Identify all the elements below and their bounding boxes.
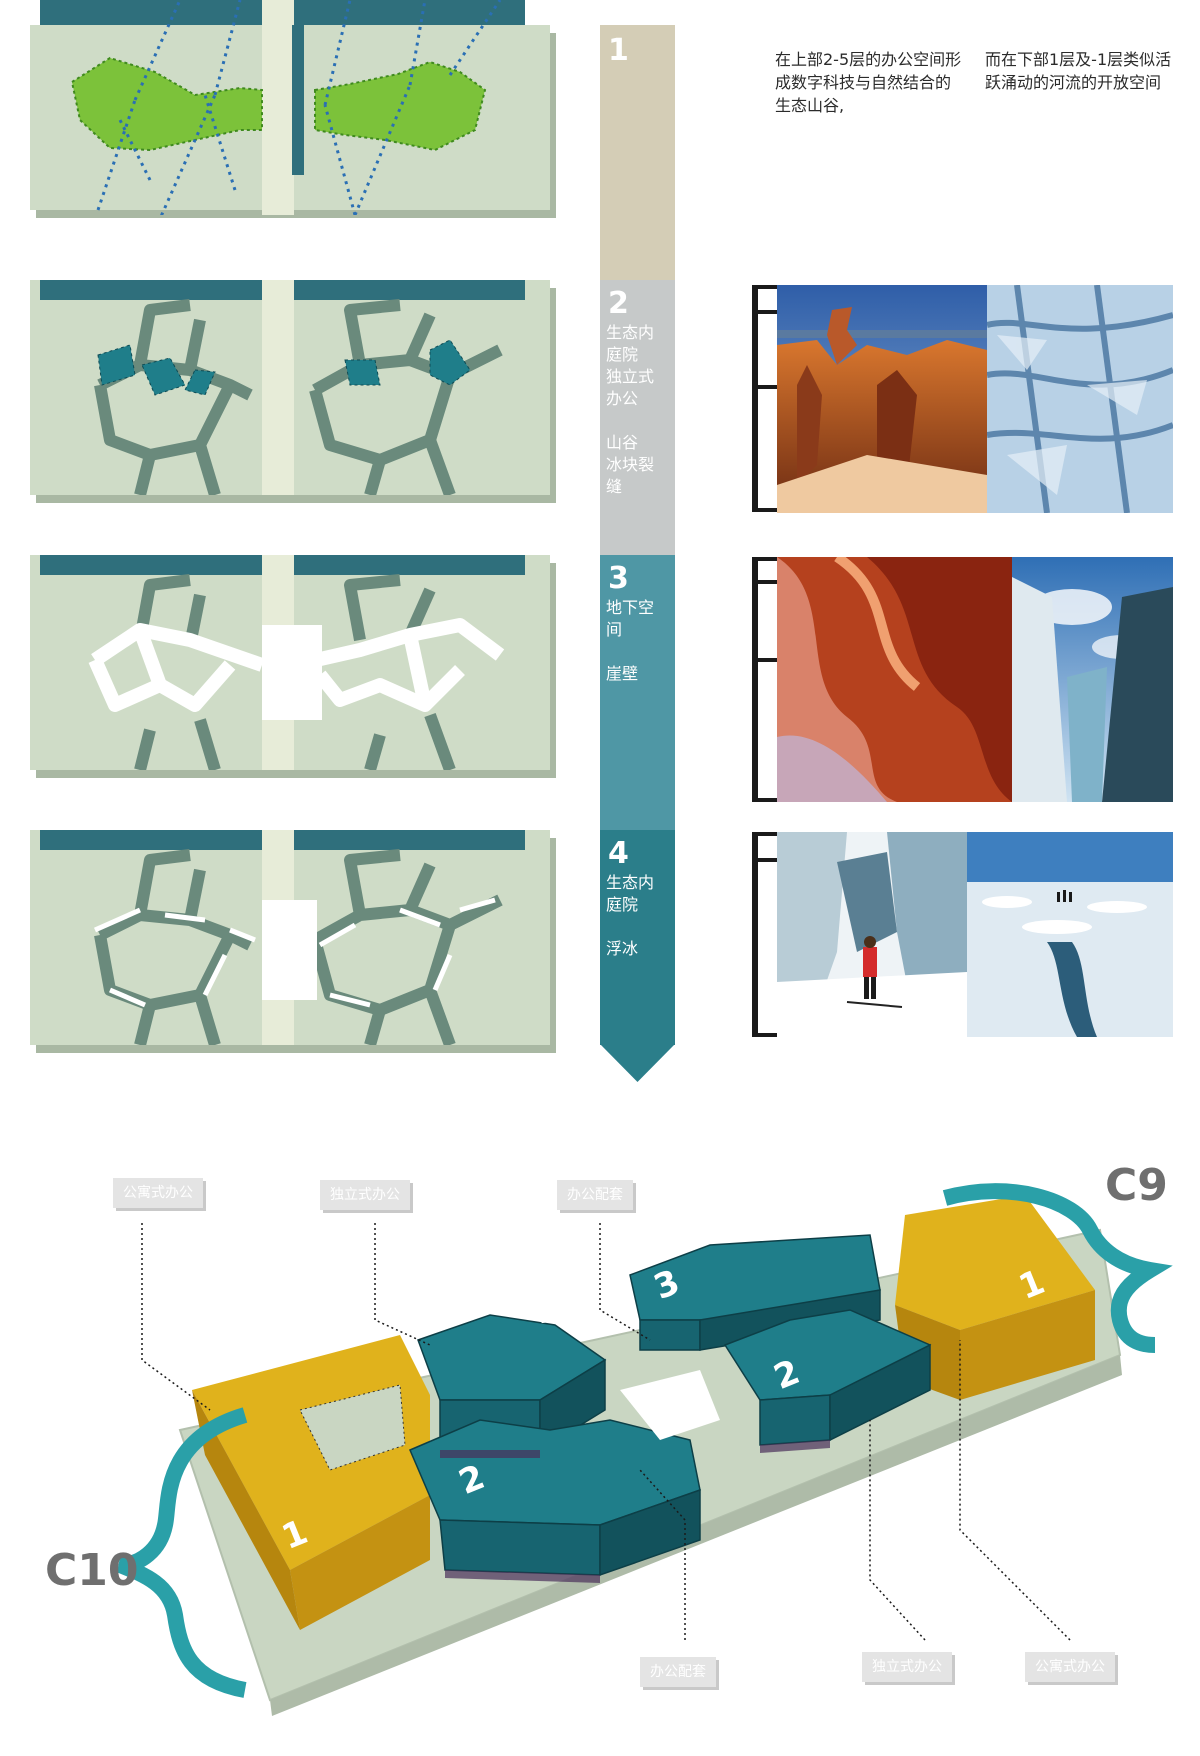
photo-ice-cave-skier [777,832,967,1037]
timeline-tick [752,557,778,561]
band-segment-2: 2 生态内 庭院 独立式 办公 山谷 冰块裂 缝 [600,280,675,555]
timeline-tick [752,385,778,389]
zone-label-c9: C9 [1105,1160,1168,1211]
photo-ice-crevasses [987,285,1173,513]
timeline-tick [752,832,778,836]
label-tag-bottom-right: 公寓式办公 [1025,1652,1115,1682]
photo-timeline-line-1 [752,285,758,510]
photo-canyon-hoodoos [777,285,987,513]
photo-ice-wall [1012,557,1173,802]
plan-diagram-1 [30,0,550,215]
yellow-block-right [895,1195,1095,1400]
photo-ice-field-crevasse [967,832,1173,1037]
band-number: 2 [608,286,629,321]
label-tag-top-mid: 独立式办公 [320,1180,410,1210]
band-number: 4 [608,836,629,871]
timeline-tick [752,580,778,584]
timeline-tick [752,310,778,314]
band-text: 地下空 间 崖壁 [606,598,655,683]
band-segment-3: 3 地下空 间 崖壁 [600,555,675,830]
band-segment-4: 4 生态内 庭院 浮冰 [600,830,675,1045]
band-text: 生态内 庭院 独立式 办公 山谷 冰块裂 缝 [606,323,655,496]
timeline-tick [752,658,778,662]
timeline-tick [752,508,778,512]
timeline-tick [752,285,778,289]
label-tag-bottom-left: 办公配套 [640,1657,716,1687]
photo-timeline-line-3 [752,832,758,1037]
plan-diagram-3 [30,555,550,770]
zone-label-c10: C10 [45,1545,139,1596]
intro-text-right: 而在下部1层及-1层类似活 跃涌动的河流的开放空间 [985,50,1172,92]
intro-text-left: 在上部2-5层的办公空间形 成数字科技与自然结合的 生态山谷, [775,50,962,115]
plan-diagram-2 [30,280,550,495]
plan-diagram-4 [30,830,550,1045]
label-tag-bottom-mid: 独立式办公 [862,1652,952,1682]
yellow-block-left [192,1335,430,1630]
label-tag-top-right: 办公配套 [557,1180,633,1210]
label-tag-top-left: 公寓式办公 [113,1178,203,1208]
timeline-tick [752,858,778,862]
teal-blocks [409,1234,932,1577]
band-segment-1: 1 [600,25,675,280]
photo-timeline-line-2 [752,557,758,802]
timeline-tick [752,798,778,802]
band-number: 3 [608,561,629,596]
band-arrow-tip [600,1044,675,1082]
axonometric-massing [117,1183,1173,1716]
band-number: 1 [608,33,629,68]
timeline-tick [752,1033,778,1037]
band-text: 生态内 庭院 浮冰 [606,873,655,958]
photo-slot-canyon [777,557,1012,802]
